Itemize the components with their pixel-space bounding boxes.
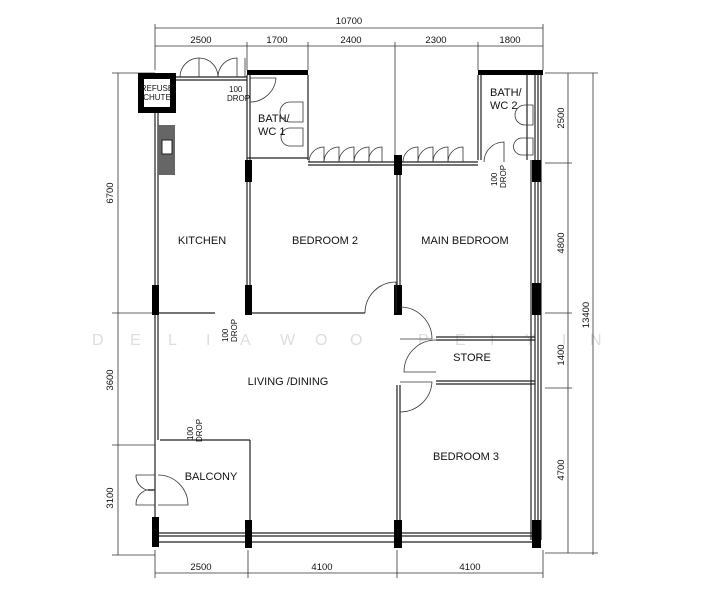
label-bath-wc-2: WC 2 — [490, 100, 518, 112]
dim-top: 2400 — [340, 35, 361, 46]
label-bath-wc-1: WC 1 — [258, 126, 286, 138]
dim-top-total: 10700 — [336, 16, 362, 27]
drop-value: 100 — [229, 85, 243, 94]
label-refuse-chute: REFUSE — [141, 84, 173, 93]
label-bedroom-2: BEDROOM 2 — [292, 235, 358, 247]
label-bath-wc-1: BATH/ — [258, 113, 291, 125]
dim-bottom: 4100 — [459, 562, 480, 573]
dimension-labels: 10700 2500 1700 2400 2300 1800 2500 4100… — [105, 16, 592, 573]
watermark-letter: A — [240, 332, 251, 349]
watermark-letter: I — [562, 332, 566, 349]
watermark-letter: L — [168, 332, 177, 349]
watermark-letter: D — [92, 332, 104, 349]
drop-text: DROP — [499, 165, 508, 188]
watermark-letter: E — [130, 332, 141, 349]
dim-top: 1800 — [499, 35, 520, 46]
dim-top: 2300 — [425, 35, 446, 46]
drop-value: 100 — [490, 172, 499, 186]
room-labels: REFUSE CHUTE KITCHEN BATH/ WC 1 BATH/ WC… — [141, 84, 523, 483]
drop-text: DROP — [227, 94, 250, 103]
drop-text: DROP — [195, 419, 204, 442]
dim-right-total: 13400 — [581, 302, 592, 328]
label-bedroom-3: BEDROOM 3 — [433, 451, 499, 463]
doors — [135, 57, 534, 506]
dim-bottom: 2500 — [190, 562, 211, 573]
drop-text: DROP — [230, 319, 239, 342]
dim-top: 2500 — [190, 35, 211, 46]
label-living-dining: LIVING /DINING — [248, 376, 329, 388]
label-main-bedroom: MAIN BEDROOM — [421, 235, 508, 247]
dim-bottom: 4100 — [311, 562, 332, 573]
label-refuse-chute: CHUTE — [143, 93, 171, 102]
drop-value: 100 — [221, 328, 230, 342]
label-kitchen: KITCHEN — [178, 235, 226, 247]
watermark-letter: W — [280, 332, 296, 349]
walls — [154, 75, 542, 543]
dim-right: 1400 — [556, 344, 567, 365]
dim-left: 6700 — [105, 182, 116, 203]
dim-right: 2500 — [556, 107, 567, 128]
dim-right: 4700 — [556, 459, 567, 480]
label-store: STORE — [453, 352, 491, 364]
dim-top: 1700 — [266, 35, 287, 46]
watermark-letter: N — [590, 332, 602, 349]
label-balcony: BALCONY — [185, 471, 238, 483]
watermark-letter: I — [206, 332, 210, 349]
watermark-letter: P — [418, 332, 429, 349]
dim-left: 3100 — [105, 487, 116, 508]
watermark-letter: O — [315, 332, 327, 349]
label-bath-wc-2: BATH/ — [490, 87, 523, 99]
structural-columns — [138, 70, 543, 548]
drop-value: 100 — [186, 426, 195, 440]
watermark-letter: O — [350, 332, 362, 349]
dim-right: 4800 — [556, 232, 567, 253]
drop-labels: 100 DROP 100 DROP 100 DROP 100 DROP — [186, 85, 508, 442]
dimension-lines — [112, 24, 598, 578]
dim-left: 3600 — [105, 369, 116, 390]
